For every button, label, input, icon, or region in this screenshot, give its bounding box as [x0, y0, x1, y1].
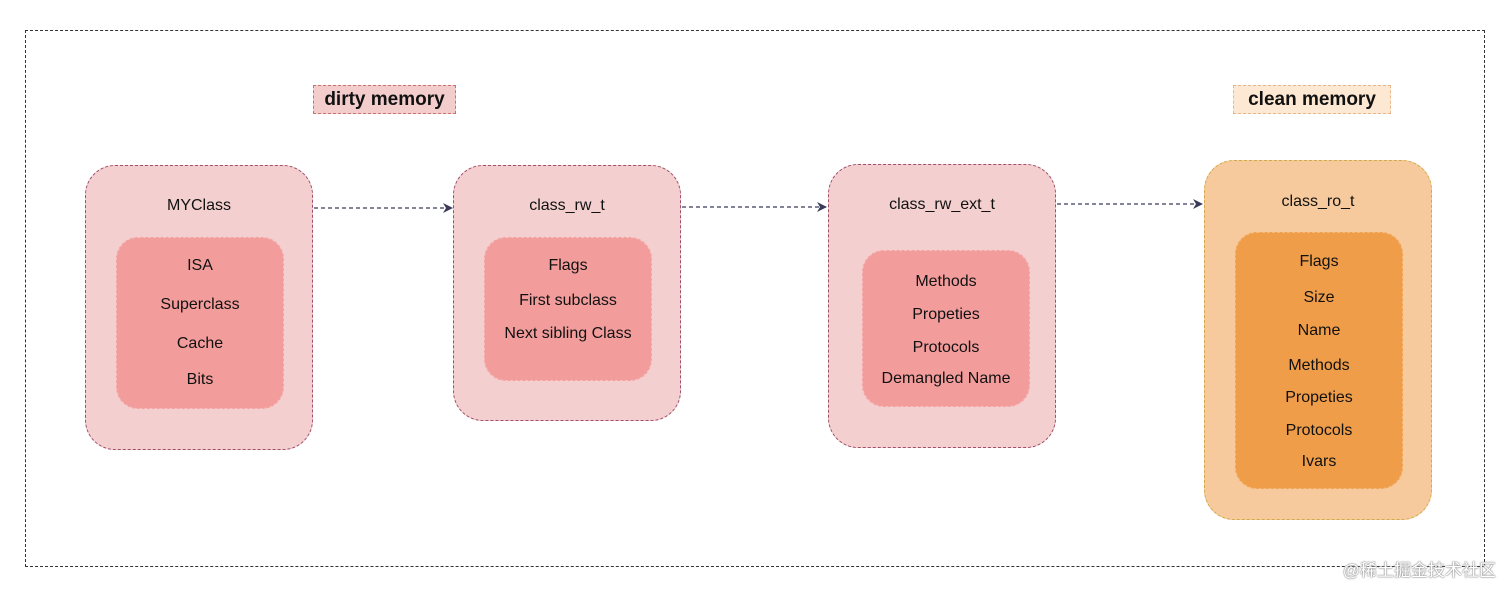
field-name: Name: [1297, 322, 1341, 339]
node-class-rw-ext-t-title: class_rw_ext_t: [889, 196, 995, 213]
field-isa: ISA: [187, 257, 213, 274]
field-flags: Flags: [1299, 253, 1339, 270]
node-class-rw-t-fields: Flags First subclass Next sibling Class: [484, 237, 652, 381]
node-class-ro-t-fields: Flags Size Name Methods Propeties Protoc…: [1235, 232, 1403, 489]
field-protocols: Protocols: [912, 339, 980, 356]
dirty-memory-label: dirty memory: [313, 85, 456, 114]
field-ivars: Ivars: [1301, 453, 1337, 470]
watermark: @稀土掘金技术社区: [1342, 561, 1496, 580]
field-methods: Methods: [1288, 357, 1350, 374]
field-first-subclass: First subclass: [519, 292, 617, 309]
diagram-frame: [25, 30, 1485, 567]
field-propeties: Propeties: [912, 306, 980, 323]
field-size: Size: [1303, 289, 1335, 306]
field-protocols: Protocols: [1285, 422, 1353, 439]
field-superclass: Superclass: [160, 296, 240, 313]
node-class-ro-t: class_ro_t Flags Size Name Methods Prope…: [1204, 160, 1432, 520]
node-class-rw-t: class_rw_t Flags First subclass Next sib…: [453, 165, 681, 421]
field-flags: Flags: [548, 257, 588, 274]
field-bits: Bits: [186, 371, 214, 388]
field-next-sibling-class: Next sibling Class: [504, 325, 632, 342]
node-class-rw-t-title: class_rw_t: [529, 197, 605, 214]
field-demangled-name: Demangled Name: [881, 370, 1011, 387]
field-propeties: Propeties: [1285, 389, 1353, 406]
node-class-rw-ext-t: class_rw_ext_t Methods Propeties Protoco…: [828, 164, 1056, 448]
node-myclass-title: MYClass: [166, 197, 231, 214]
clean-memory-label: clean memory: [1233, 85, 1391, 114]
field-methods: Methods: [915, 273, 977, 290]
node-myclass-fields: ISA Superclass Cache Bits: [116, 237, 284, 409]
node-class-rw-ext-t-fields: Methods Propeties Protocols Demangled Na…: [862, 250, 1030, 407]
node-class-ro-t-title: class_ro_t: [1281, 193, 1355, 210]
node-myclass: MYClass ISA Superclass Cache Bits: [85, 165, 313, 450]
field-cache: Cache: [176, 335, 224, 352]
